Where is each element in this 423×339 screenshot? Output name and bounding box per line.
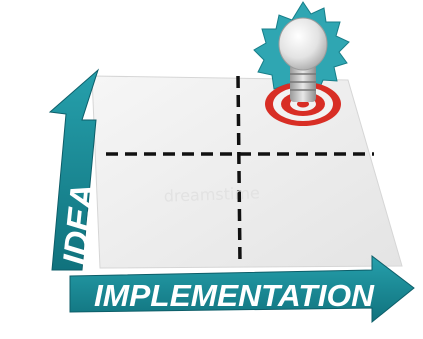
watermark-text: dreamstime (163, 183, 260, 205)
matrix-plane (91, 75, 403, 269)
idea-axis-arrow: IDEA (48, 68, 102, 271)
implementation-axis-arrow: IMPLEMENTATION (69, 254, 415, 324)
vertical-divider (236, 75, 242, 265)
idea-axis-label: IDEA (56, 182, 102, 267)
lightbulb-icon (278, 17, 328, 102)
implementation-axis-label: IMPLEMENTATION (94, 278, 375, 313)
